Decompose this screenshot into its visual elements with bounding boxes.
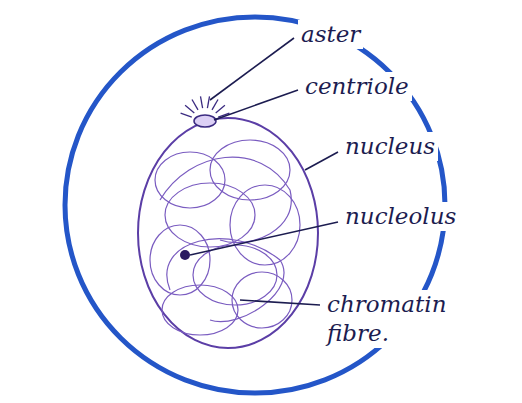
part-label: nucleus bbox=[342, 132, 438, 161]
chromatin-fibres bbox=[150, 140, 300, 335]
centriole-body bbox=[194, 115, 216, 127]
nucleolus-dot bbox=[180, 250, 190, 260]
part-label: centriole bbox=[302, 72, 412, 101]
part-label: aster bbox=[298, 20, 363, 49]
aster-rays bbox=[181, 96, 230, 117]
part-label: chromatin fibre. bbox=[324, 290, 480, 348]
part-label: nucleolus bbox=[342, 202, 459, 231]
